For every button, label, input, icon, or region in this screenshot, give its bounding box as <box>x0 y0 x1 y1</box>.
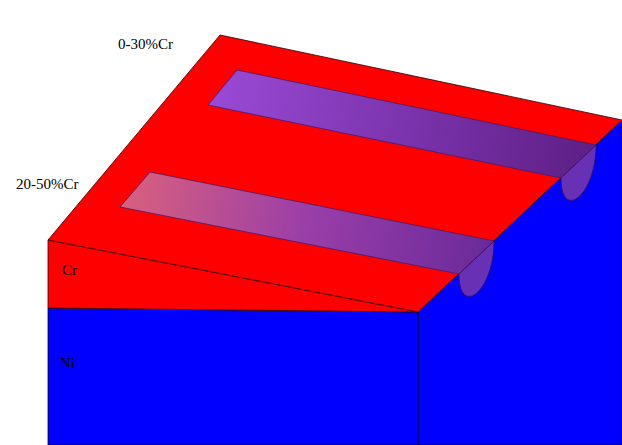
clad-track <box>208 70 596 178</box>
composition-label: 20-50%Cr <box>16 176 79 193</box>
ni-front-face <box>48 308 418 445</box>
clad-track <box>120 172 494 274</box>
melt-pool <box>459 241 494 296</box>
composition-label: 0-30%Cr <box>118 36 173 53</box>
layer-label: Ni <box>60 355 75 372</box>
melt-pool <box>561 145 596 200</box>
layer-label: Cr <box>62 262 77 279</box>
top-face <box>48 35 622 312</box>
